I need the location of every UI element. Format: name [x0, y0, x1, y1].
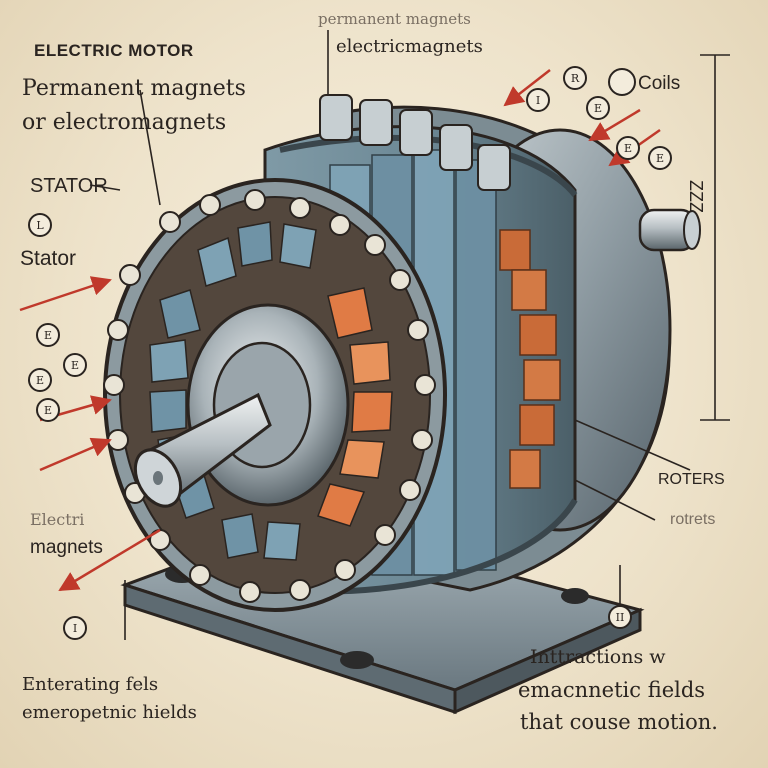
callout-circle — [36, 323, 60, 347]
callout-circle — [648, 146, 672, 170]
rotrets-label: rotrets — [670, 511, 716, 528]
callout-letter: E — [624, 142, 632, 155]
callout-letter: E — [44, 329, 52, 342]
callout-letter: E — [44, 404, 52, 417]
stator-label-lower: Stator — [20, 247, 77, 270]
permanent-magnets-label: Permanent magnets — [22, 76, 246, 101]
callout-circle — [63, 353, 87, 377]
callout-circle — [616, 136, 640, 160]
callout-circle — [36, 398, 60, 422]
rotor-shaft — [133, 392, 272, 508]
callout-circle — [526, 88, 550, 112]
callout-letter: I — [73, 622, 77, 635]
callout-circle — [63, 616, 87, 640]
fields-caption-line2: emeropetnic hields — [22, 702, 197, 723]
coils-label: Coils — [638, 73, 681, 94]
callout-letter: II — [616, 611, 625, 624]
roters-label: ROTERS — [658, 471, 725, 488]
callout-letter: E — [71, 359, 79, 372]
callout-circle — [563, 66, 587, 90]
callout-circle — [608, 68, 636, 96]
zzz-label: ZZZ — [686, 180, 706, 213]
callout-letter: L — [36, 219, 44, 232]
callout-circle — [28, 213, 52, 237]
interactions-caption-line2: emacnnetic fields — [518, 678, 706, 702]
callout-lines — [89, 30, 730, 640]
callout-letter: R — [571, 72, 580, 85]
callout-letter: E — [594, 102, 602, 115]
callout-circle — [28, 368, 52, 392]
fields-caption-line1: Enterating fels — [22, 674, 159, 695]
diagram-title: ELECTRIC MOTOR — [34, 41, 194, 60]
callout-circle — [608, 605, 632, 629]
callout-circle — [586, 96, 610, 120]
interactions-caption-line3: that couse motion. — [520, 710, 718, 734]
stator-face — [103, 178, 447, 612]
stator-label-upper: STATOR — [30, 175, 108, 197]
electromagnets-label: or electromagnets — [22, 110, 227, 135]
electri-label: Electri — [30, 510, 85, 529]
faded-top-label: permanent magnets — [318, 10, 471, 28]
callout-letter: E — [36, 374, 44, 387]
interactions-caption-line1: Inttractions w — [530, 646, 666, 668]
magnets-label: magnets — [30, 537, 103, 558]
electricmagnets-label: electricmagnets — [336, 36, 483, 57]
callout-letter: E — [656, 152, 664, 165]
callout-letter: I — [536, 94, 540, 107]
